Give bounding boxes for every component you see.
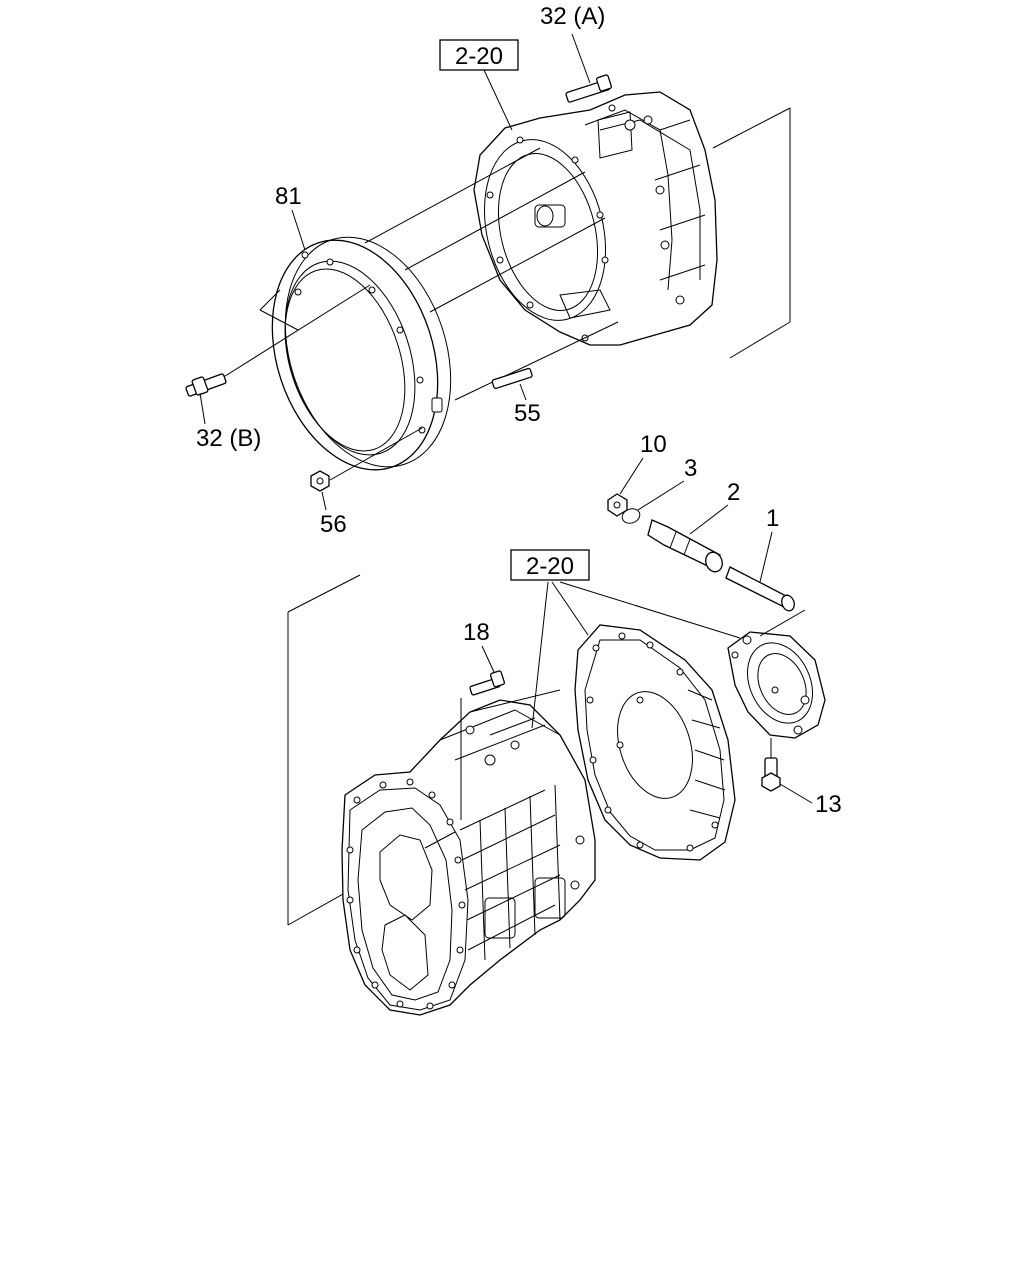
transmission-case	[341, 689, 596, 1016]
upper-boundary-bracket	[712, 107, 791, 359]
case-alignment-line	[424, 831, 456, 849]
callout-56: 56	[320, 511, 347, 538]
adapter-ring-81	[271, 236, 452, 471]
callout-18: 18	[463, 619, 490, 646]
ref-label-lower: 2-20	[526, 553, 574, 580]
leader-13	[779, 783, 813, 804]
rear-cover	[727, 631, 826, 739]
bolt-13	[761, 738, 781, 792]
o-ring-3	[621, 508, 641, 524]
bolt-18	[460, 670, 505, 820]
bolt-32a	[565, 74, 612, 103]
callout-13: 13	[815, 791, 842, 818]
callout-2: 2	[727, 479, 740, 506]
upper-alignment-lines	[221, 147, 619, 481]
callout-3: 3	[684, 455, 697, 482]
callout-32b: 32 (B)	[196, 425, 261, 452]
speedometer-gear-1	[725, 566, 795, 612]
intermediate-plate	[574, 624, 736, 861]
leader-3	[637, 480, 685, 511]
nut-56	[310, 470, 330, 492]
bolt-32b	[185, 373, 227, 397]
callout-10: 10	[640, 431, 667, 458]
lower-ref-leaders	[531, 581, 806, 729]
ref-box-lower: 2-20	[510, 549, 590, 581]
stud-55	[491, 367, 533, 390]
callout-55: 55	[514, 400, 541, 427]
callout-81: 81	[275, 183, 302, 210]
leader-1	[759, 531, 773, 583]
leader-10	[619, 457, 644, 495]
leader-81	[291, 209, 306, 251]
callout-1: 1	[766, 505, 779, 532]
leader-2	[689, 504, 729, 535]
lower-assembly	[287, 574, 826, 1016]
leader-56	[321, 491, 327, 511]
sleeve-2	[647, 519, 723, 573]
clutch-housing	[473, 91, 718, 346]
ref-label-upper: 2-20	[455, 43, 503, 70]
upper-assembly	[185, 74, 791, 492]
sensor-parts	[607, 493, 795, 612]
leader-18	[481, 645, 495, 673]
leader-55	[519, 383, 527, 401]
ref-box-upper: 2-20	[439, 39, 519, 131]
leader-32a	[571, 33, 591, 84]
callout-32a: 32 (A)	[540, 3, 605, 30]
leader-32b	[199, 392, 206, 425]
